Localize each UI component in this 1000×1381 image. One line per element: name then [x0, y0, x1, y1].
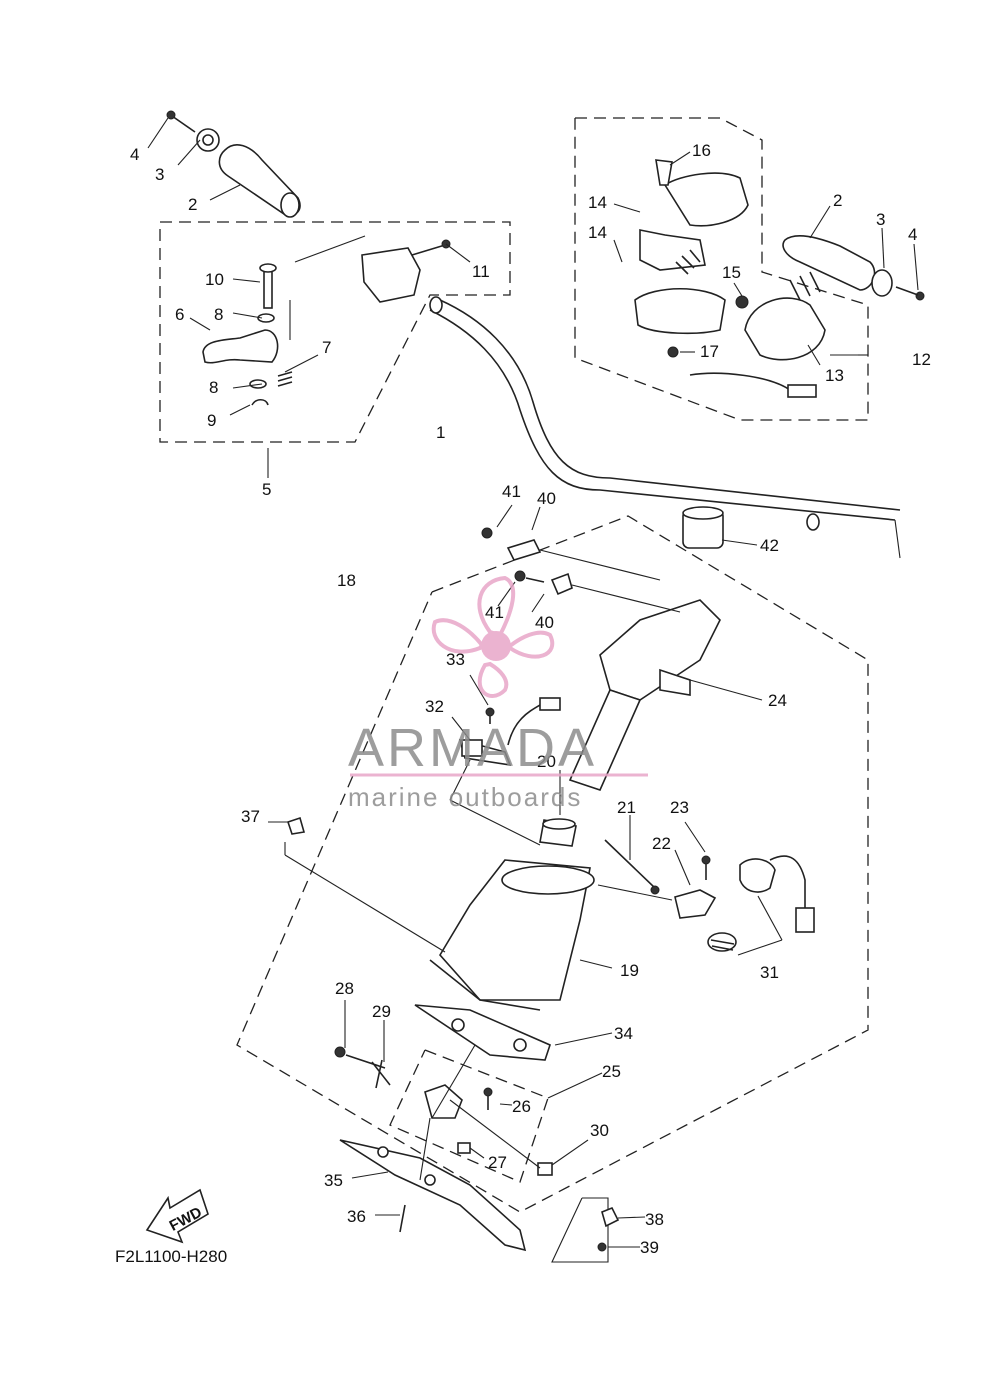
callout-17: 17	[700, 342, 719, 361]
callout-4r: 4	[908, 225, 917, 244]
callout-40: 40	[537, 489, 556, 508]
callout-8b: 8	[209, 378, 218, 397]
callout-26: 26	[512, 1097, 531, 1116]
callout-5: 5	[262, 480, 271, 499]
callout-38: 38	[645, 1210, 664, 1229]
callout-12: 12	[912, 350, 931, 369]
callout-29: 29	[372, 1002, 391, 1021]
steering-column	[481, 504, 763, 791]
callout-20: 20	[537, 752, 556, 771]
callout-28: 28	[335, 979, 354, 998]
callout-27: 27	[488, 1153, 507, 1172]
callout-7: 7	[322, 338, 331, 357]
callout-3: 3	[155, 165, 164, 184]
callout-33: 33	[446, 650, 465, 669]
callout-2r: 2	[833, 191, 842, 210]
callout-31: 31	[760, 963, 779, 982]
watermark-brand: ARMADA	[348, 718, 597, 778]
callout-1: 1	[436, 423, 445, 442]
callout-25: 25	[602, 1062, 621, 1081]
callout-32: 32	[425, 697, 444, 716]
callout-6: 6	[175, 305, 184, 324]
handlebar	[429, 296, 901, 559]
right-grip-assembly	[613, 151, 925, 398]
callout-23: 23	[670, 798, 689, 817]
watermark-tagline: marine outboards	[348, 782, 582, 812]
lower-housing	[268, 770, 613, 1061]
callout-8: 8	[214, 305, 223, 324]
bracket	[334, 1000, 646, 1252]
callout-13: 13	[825, 366, 844, 385]
callout-21: 21	[617, 798, 636, 817]
callout-30: 30	[590, 1121, 609, 1140]
callout-15: 15	[722, 263, 741, 282]
fwd-arrow: FWD	[145, 1188, 209, 1244]
callout-16: 16	[692, 141, 711, 160]
callout-4: 4	[130, 145, 139, 164]
callout-3r: 3	[876, 210, 885, 229]
callout-35: 35	[324, 1171, 343, 1190]
propeller-logo-icon	[431, 575, 555, 698]
callout-34: 34	[614, 1024, 633, 1043]
callout-37: 37	[241, 807, 260, 826]
callout-36: 36	[347, 1207, 366, 1226]
callout-11: 11	[472, 262, 490, 281]
group-outlines	[159, 117, 869, 1263]
callout-2: 2	[188, 195, 197, 214]
callout-19: 19	[620, 961, 639, 980]
watermark: ARMADA marine outboards	[348, 575, 648, 812]
drawing-code: F2L1100-H280	[115, 1247, 227, 1266]
callout-18: 18	[337, 571, 356, 590]
callout-24: 24	[768, 691, 787, 710]
callout-9: 9	[207, 411, 216, 430]
callout-41: 41	[502, 482, 521, 501]
callout-40b: 40	[535, 613, 554, 632]
callout-14: 14	[588, 193, 607, 212]
switch-32	[449, 674, 561, 846]
switch-31	[597, 815, 815, 956]
callout-42: 42	[760, 536, 779, 555]
callouts: 4 3 2 10 11 8 6 7 8 9 5 1 16 14 14 2 3 4…	[130, 141, 931, 1257]
callout-39: 39	[640, 1238, 659, 1257]
callout-22: 22	[652, 834, 671, 853]
callout-41b: 41	[485, 603, 504, 622]
callout-10: 10	[205, 270, 224, 289]
callout-14b: 14	[588, 223, 607, 242]
left-grip-assembly	[147, 110, 471, 478]
